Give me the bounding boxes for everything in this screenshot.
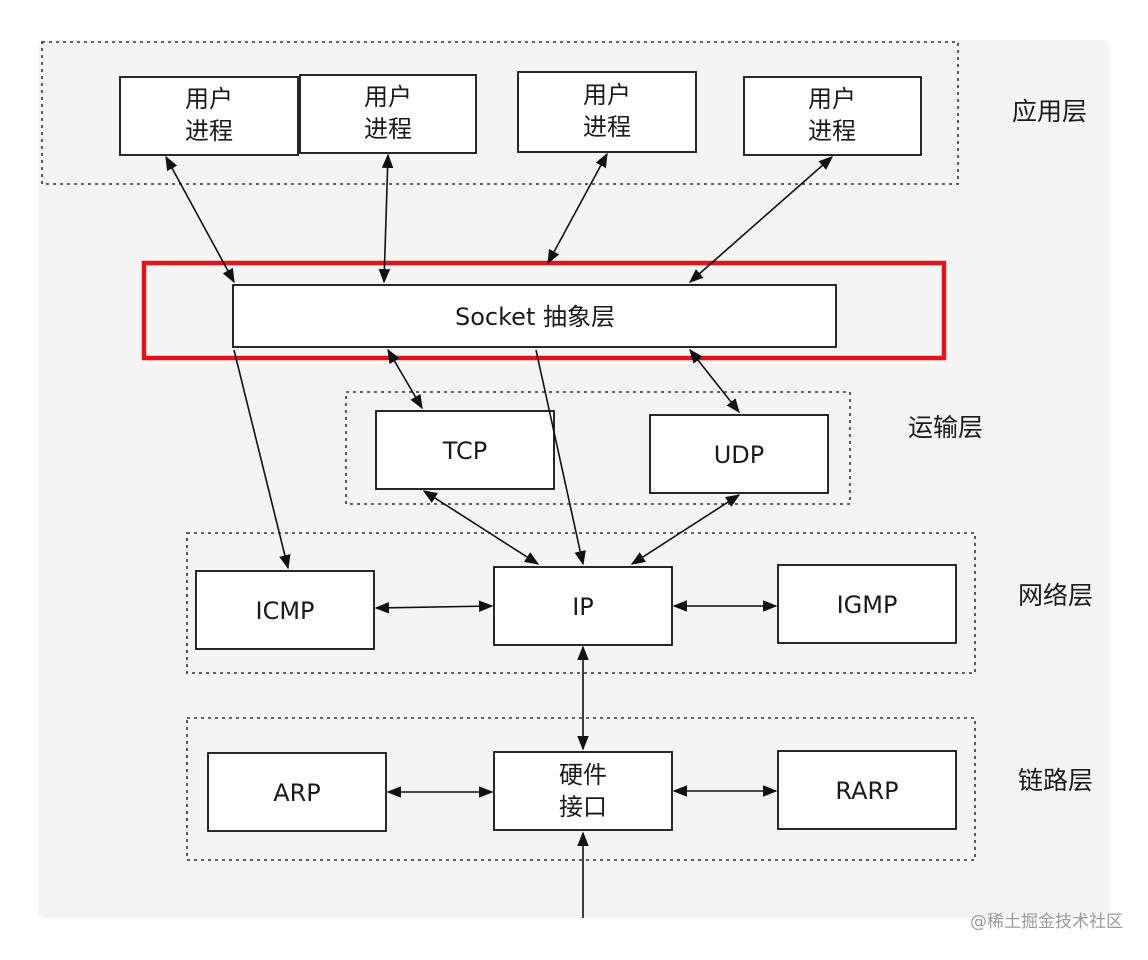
svg-text:RARP: RARP bbox=[835, 777, 898, 805]
svg-text:进程: 进程 bbox=[808, 117, 856, 145]
arrow-socket-udp bbox=[689, 348, 740, 414]
arrow-process4-socket bbox=[688, 156, 834, 283]
socket-highlight-frame bbox=[141, 260, 947, 361]
svg-text:进程: 进程 bbox=[185, 117, 233, 145]
user-process-box: 用户 进程 bbox=[743, 76, 922, 156]
arrow-socket-ip bbox=[535, 349, 586, 566]
user-process-box: 用户 进程 bbox=[299, 74, 477, 154]
network-layer-group bbox=[186, 532, 976, 674]
arrow-process3-socket bbox=[547, 152, 608, 265]
arrow-tcp-ip bbox=[422, 490, 540, 565]
connector-arrows bbox=[165, 152, 834, 918]
transport-layer-label: 运输层 bbox=[908, 413, 983, 442]
svg-text:IGMP: IGMP bbox=[837, 591, 898, 619]
svg-text:用户: 用户 bbox=[808, 85, 856, 113]
icmp-box: ICMP bbox=[195, 570, 375, 650]
igmp-box: IGMP bbox=[777, 564, 957, 644]
link-layer-label: 链路层 bbox=[1018, 766, 1093, 795]
socket-layer-box: Socket 抽象层 bbox=[232, 284, 837, 348]
svg-text:用户: 用户 bbox=[364, 83, 412, 111]
svg-text:用户: 用户 bbox=[583, 81, 631, 109]
arrow-socket-icmp bbox=[233, 349, 291, 570]
svg-text:进程: 进程 bbox=[364, 115, 412, 143]
transport-layer-group bbox=[345, 391, 851, 505]
user-process-box: 用户 进程 bbox=[517, 71, 697, 153]
user-process-box: 用户 进程 bbox=[119, 76, 299, 156]
svg-text:ICMP: ICMP bbox=[255, 597, 314, 625]
rarp-box: RARP bbox=[777, 750, 957, 830]
watermark: @稀土掘金技术社区 bbox=[970, 912, 1123, 932]
arrow-icmp-ip bbox=[374, 600, 494, 614]
arrow-process1-socket bbox=[165, 155, 235, 284]
arrow-socket-tcp bbox=[387, 348, 423, 410]
svg-text:接口: 接口 bbox=[559, 793, 607, 821]
svg-text:IP: IP bbox=[572, 593, 594, 621]
network-layer-label: 网络层 bbox=[1018, 581, 1093, 610]
svg-text:进程: 进程 bbox=[583, 113, 631, 141]
application-layer-label: 应用层 bbox=[1012, 97, 1087, 126]
svg-text:Socket 抽象层: Socket 抽象层 bbox=[455, 303, 615, 331]
hardware-interface-box: 硬件 接口 bbox=[493, 751, 673, 831]
svg-text:ARP: ARP bbox=[273, 779, 321, 807]
svg-text:UDP: UDP bbox=[714, 441, 765, 469]
svg-text:用户: 用户 bbox=[185, 85, 233, 113]
arrow-udp-ip bbox=[630, 494, 741, 565]
tcp-box: TCP bbox=[375, 410, 555, 490]
ip-box: IP bbox=[493, 566, 673, 646]
arp-box: ARP bbox=[207, 752, 387, 832]
application-layer-group bbox=[41, 41, 959, 185]
diagram-card bbox=[38, 40, 1110, 918]
udp-box: UDP bbox=[649, 414, 829, 494]
svg-text:硬件: 硬件 bbox=[559, 761, 607, 789]
arrow-process2-socket bbox=[378, 153, 394, 284]
svg-text:TCP: TCP bbox=[442, 437, 487, 465]
